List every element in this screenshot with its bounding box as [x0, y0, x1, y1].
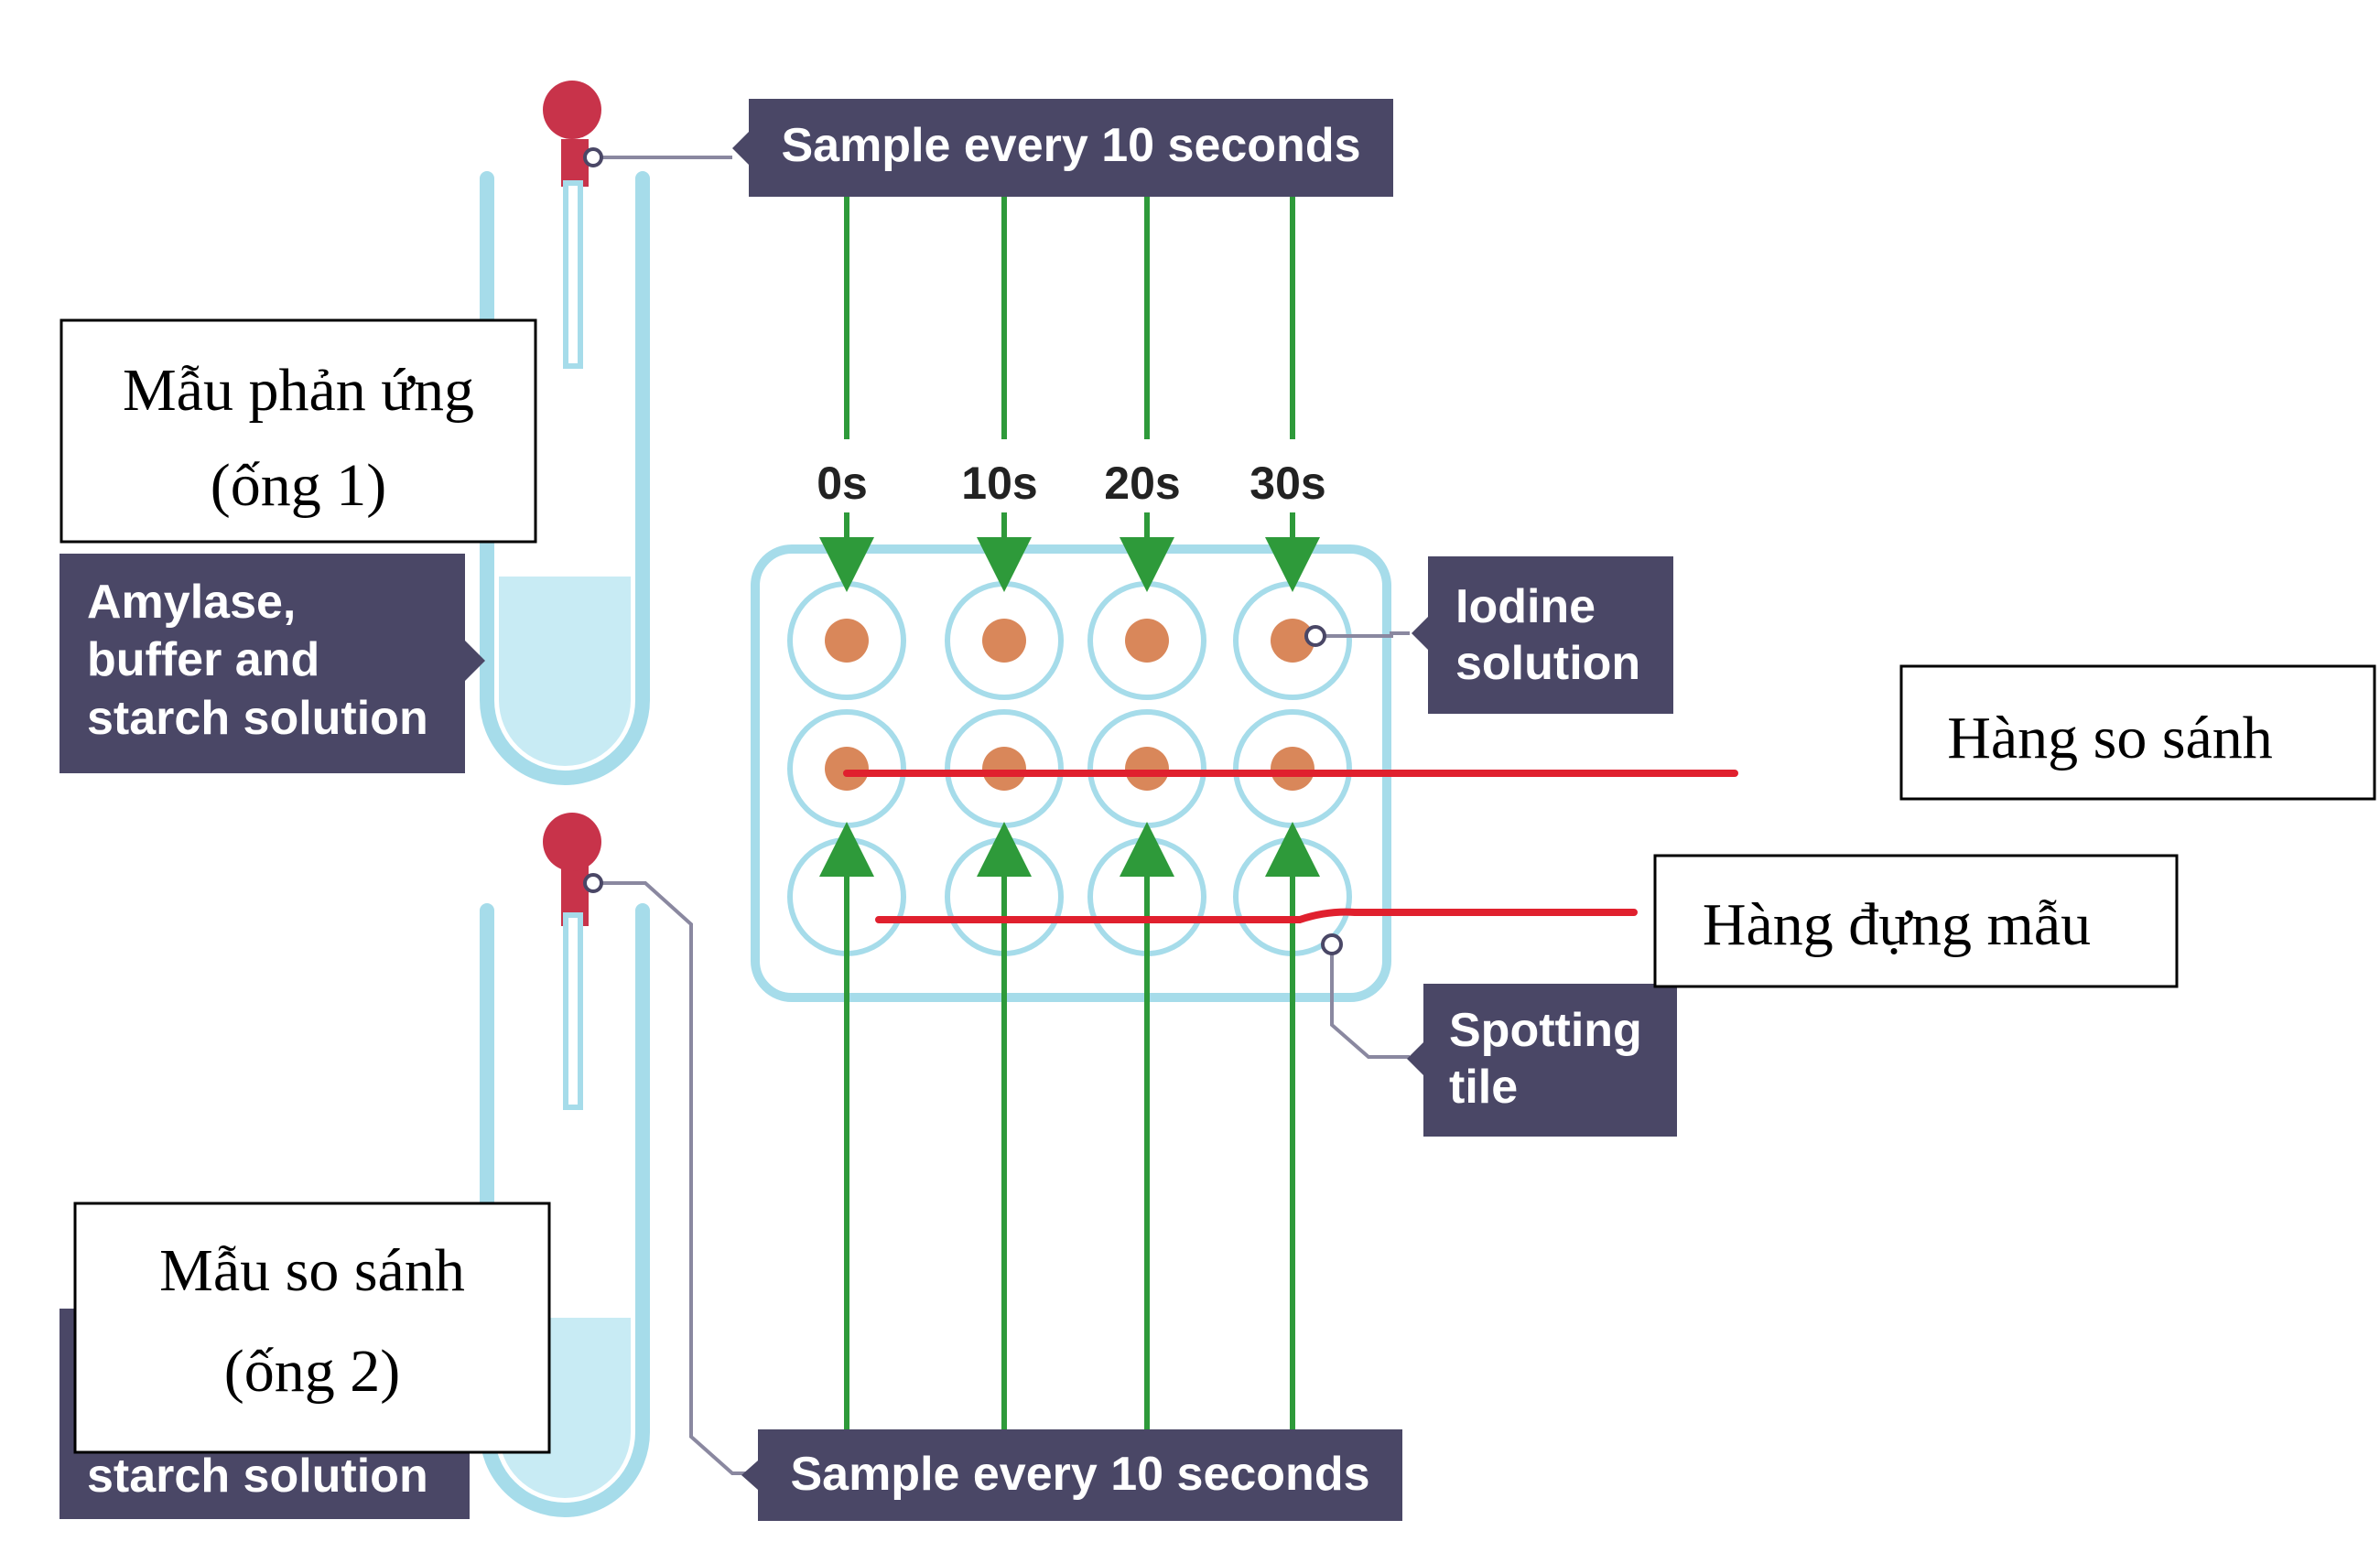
spotting-tile-label-line-1: Spotting [1449, 1004, 1642, 1057]
sample-label-bottom-text: Sample every 10 seconds [790, 1448, 1369, 1501]
iodine-drop-r2-c2 [982, 747, 1026, 791]
annotation-sample-row: Hàng đựng mẫu [1653, 854, 2179, 988]
iodine-drop-r1-c4 [1271, 619, 1314, 663]
time-label-2: 10s [961, 458, 1037, 509]
tube-1-content-line-3: starch solution [87, 692, 428, 745]
dropper-2-connector [593, 881, 752, 1475]
annotation-sample-row-text: Hàng đựng mẫu [1703, 891, 2091, 958]
tube-1-content-line-2: buffer and [87, 633, 319, 686]
iodine-drop-r1-c1 [825, 619, 869, 663]
iodine-connector [1314, 631, 1410, 638]
time-label-3: 20s [1104, 458, 1180, 509]
sample-label-top: Sample every 10 seconds [732, 99, 1393, 197]
dropper-1 [543, 81, 601, 369]
tube-1-content-line-1: Amylase, [87, 576, 296, 629]
sample-row-line [875, 908, 1638, 923]
iodine-drop-r2-c4 [1271, 747, 1314, 791]
iodine-drop-r1-c3 [1125, 619, 1169, 663]
spotting-tile-connector [1330, 944, 1410, 1059]
dropper-2 [543, 813, 601, 1110]
annotation-tube-2-line-1: Mẫu so sánh [159, 1237, 465, 1304]
annotation-tube-2-line-2: (ống 2) [224, 1338, 400, 1405]
sample-label-top-text: Sample every 10 seconds [781, 119, 1360, 172]
iodine-drop-r2-c1 [825, 747, 869, 791]
tube-1-content-label: Amylase, buffer and starch solution [60, 554, 485, 773]
spotting-tile-label-line-2: tile [1449, 1061, 1518, 1114]
annotation-comparison-row: Hàng so sánh [1899, 664, 2376, 801]
iodine-label: Iodine solution [1412, 556, 1673, 714]
iodine-drop-r1-c2 [982, 619, 1026, 663]
sample-label-bottom: Sample every 10 seconds [741, 1429, 1402, 1521]
spotting-tile-label: Spotting tile [1407, 984, 1677, 1137]
annotation-comparison-row-text: Hàng so sánh [1947, 705, 2273, 771]
time-label-4: 30s [1250, 458, 1325, 509]
annotation-tube-1-line-2: (ống 1) [211, 452, 386, 519]
tube-1-liquid [499, 577, 631, 766]
time-labels: 0s 10s 20s 30s [817, 458, 1326, 509]
sampling-arrows [819, 197, 1320, 1429]
tube-2-content-text: starch solution [87, 1450, 428, 1503]
annotation-tube-1-line-1: Mẫu phản ứng [123, 357, 474, 424]
test-tube-1 [480, 171, 650, 785]
time-label-1: 0s [817, 458, 868, 509]
iodine-label-line-1: Iodine [1455, 580, 1596, 633]
annotation-tube-2: Mẫu so sánh (ống 2) [73, 1202, 551, 1454]
spotting-tile-wells [787, 581, 1352, 956]
iodine-label-line-2: solution [1455, 637, 1640, 690]
iodine-drop-r2-c3 [1125, 747, 1169, 791]
annotation-tube-1: Mẫu phản ứng (ống 1) [60, 318, 537, 544]
